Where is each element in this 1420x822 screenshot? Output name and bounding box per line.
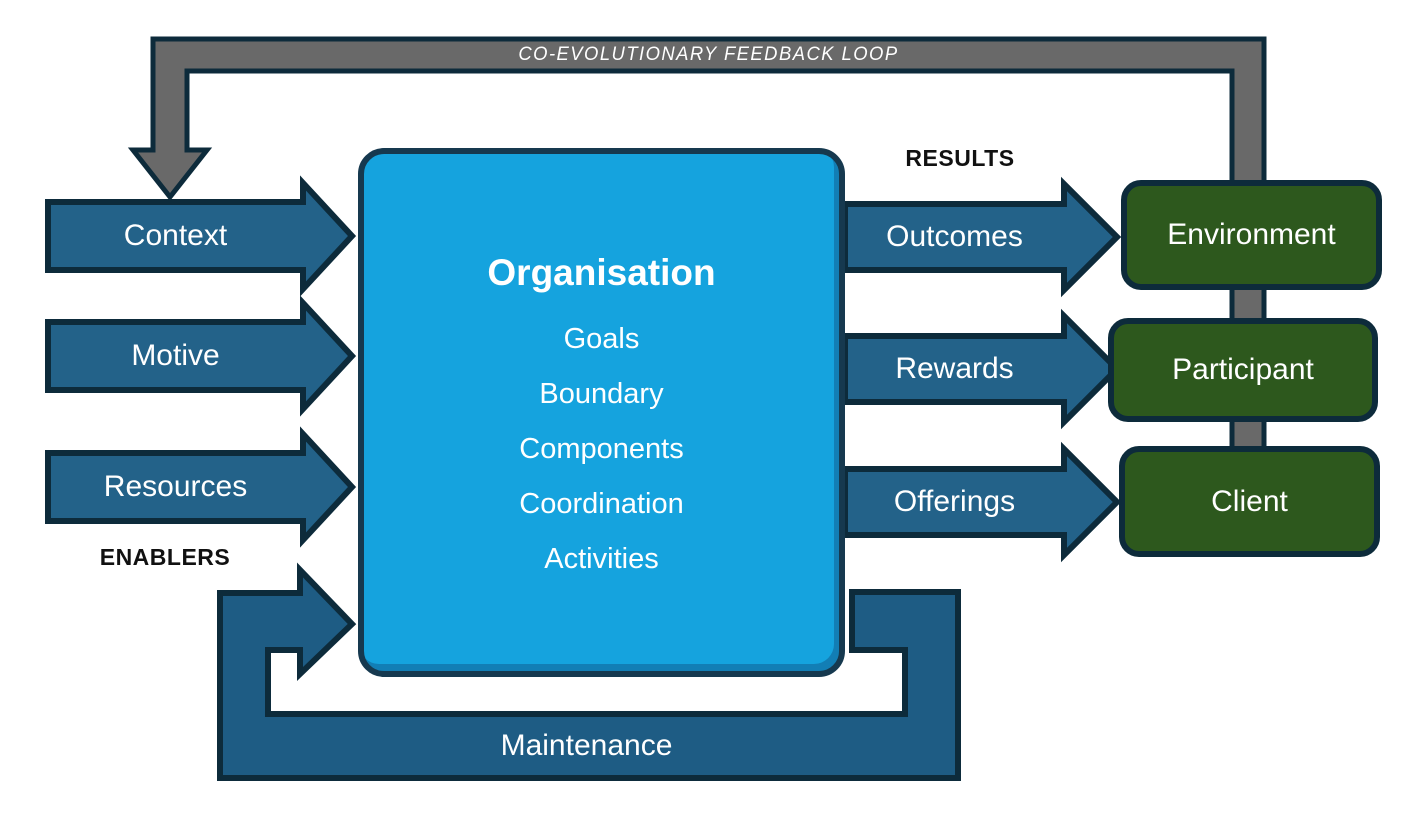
organisation-title: Organisation (487, 252, 716, 293)
offerings-arrow-shape (842, 441, 1122, 563)
maintenance-label: Maintenance (500, 729, 673, 762)
participant-box: Participant (1108, 318, 1378, 422)
maintenance-loop-arrow (217, 562, 961, 781)
client-box: Client (1119, 446, 1380, 557)
offerings-arrow-label: Offerings (893, 485, 1016, 518)
context-arrow-label: Context (123, 219, 228, 252)
organisation-item: Boundary (539, 378, 664, 410)
organisation-item-list: Goals Boundary Components Coordination A… (364, 312, 839, 587)
resources-arrow-shape (45, 426, 357, 548)
motive-arrow-label: Motive (131, 339, 220, 372)
enablers-heading: ENABLERS (99, 543, 231, 570)
outcomes-arrow-shape (842, 176, 1122, 298)
environment-box: Environment (1121, 180, 1382, 290)
organisation-item: Coordination (519, 488, 684, 520)
resources-arrow-label: Resources (103, 470, 248, 503)
organisation-item: Goals (563, 323, 640, 355)
organisation-item: Components (519, 433, 684, 465)
outcomes-arrow-label: Outcomes (886, 220, 1023, 253)
organisation-item: Activities (544, 543, 659, 575)
rewards-arrow-label: Rewards (895, 352, 1014, 385)
context-arrow-shape (45, 175, 357, 297)
rewards-arrow-shape (842, 308, 1122, 430)
motive-arrow-shape (45, 295, 357, 417)
organisation-box: Organisation Goals Boundary Components C… (358, 148, 845, 677)
results-heading: RESULTS (905, 144, 1015, 171)
feedback-loop-label: CO-EVOLUTIONARY FEEDBACK LOOP (518, 44, 899, 65)
